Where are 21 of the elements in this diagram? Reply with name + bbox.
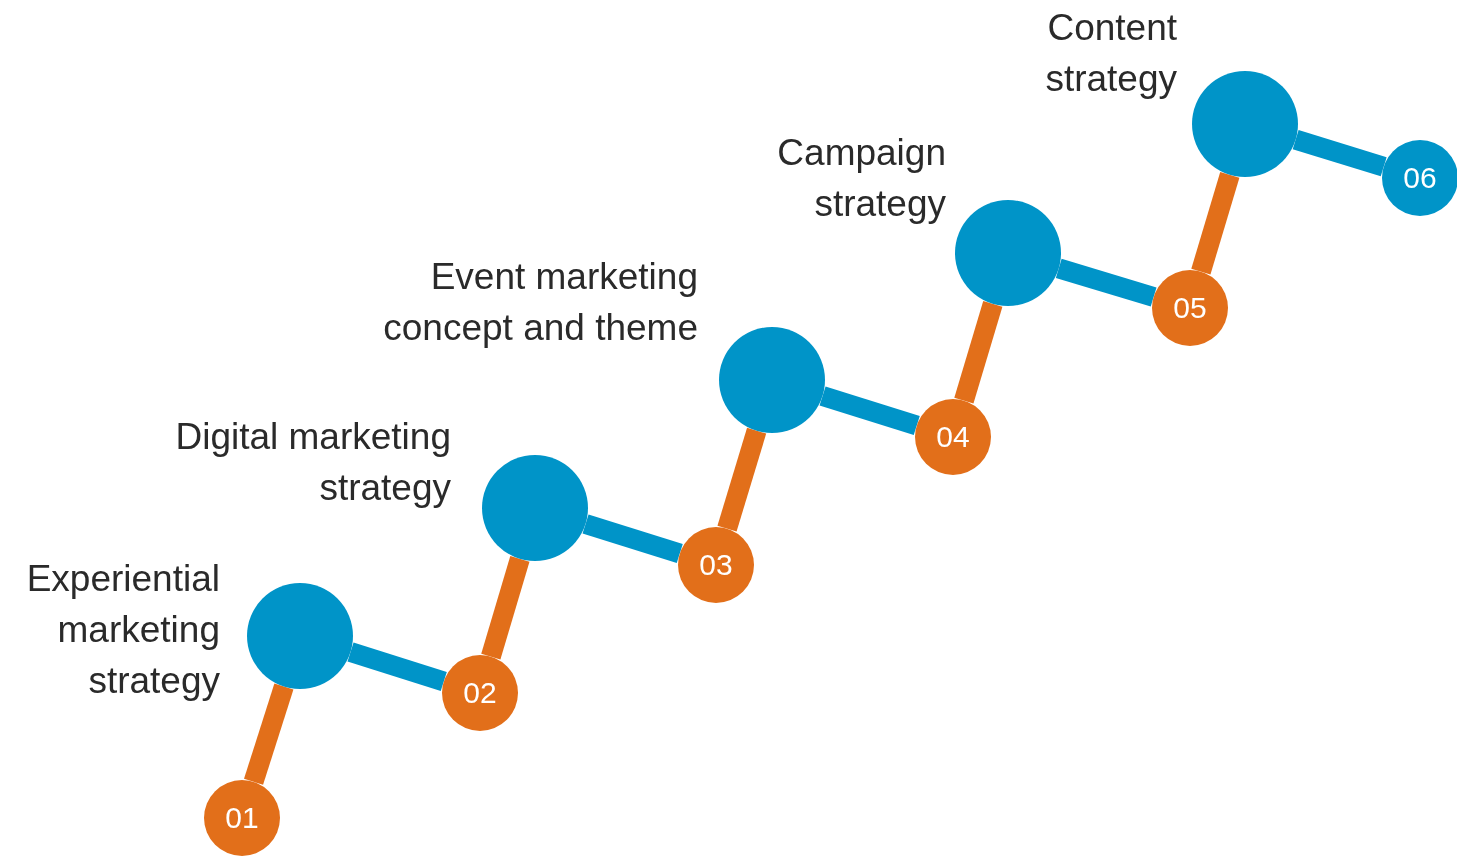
step-number-circle: 05	[1152, 270, 1228, 346]
step-label: Digital marketing strategy	[174, 415, 451, 510]
connector	[244, 683, 294, 785]
step-number-circle: 02	[442, 655, 518, 731]
step-label: Campaign strategy	[776, 131, 946, 226]
connector	[582, 514, 683, 564]
connector	[1292, 130, 1387, 177]
step-number-circle: 01	[204, 780, 280, 856]
connector	[717, 427, 767, 532]
step-number-circle: 06	[1382, 140, 1457, 216]
step-number-circle: 04	[915, 399, 991, 475]
step-label: Experiential marketing strategy	[25, 557, 220, 703]
connector	[1055, 258, 1157, 307]
connector	[1191, 171, 1240, 275]
connector	[954, 300, 1003, 404]
connector	[819, 386, 920, 436]
step-label: Event marketing concept and theme	[382, 255, 698, 350]
connector	[347, 642, 447, 692]
connector	[481, 555, 530, 660]
step-label: Content strategy	[1044, 6, 1177, 101]
step-number-circle: 03	[678, 527, 754, 603]
